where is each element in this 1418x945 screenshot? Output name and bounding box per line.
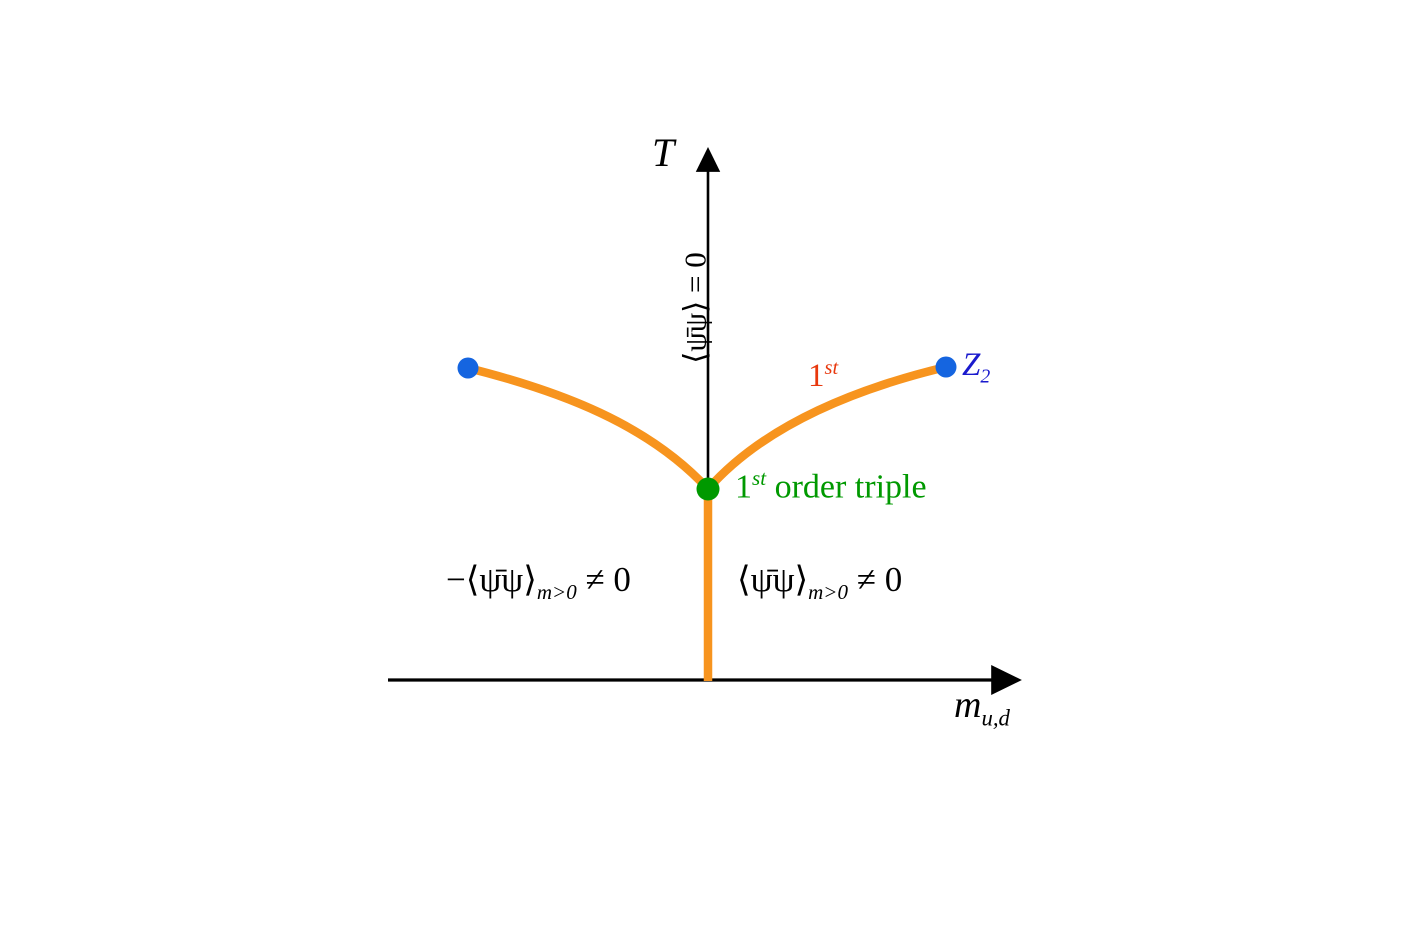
condensate-right-tail: ≠ 0	[856, 560, 903, 599]
triple-point-label-rest: order triple	[766, 468, 927, 506]
triple-point-dot	[696, 477, 720, 501]
first-order-curve-label-base: 1	[808, 358, 825, 394]
z2-critical-endpoint-left-dot	[457, 357, 479, 379]
condensate-left-subscript: m>0	[536, 580, 577, 604]
condensate-right-expression: ⟨ψ̄ψ⟩	[737, 560, 809, 599]
quark-mass-axis-label: mu,d	[954, 686, 1010, 730]
triple-point-label: 1st order triple	[735, 466, 927, 506]
quark-mass-axis-label-subscript: u,d	[981, 705, 1010, 731]
triple-point-label-base: 1	[735, 468, 752, 506]
condensate-left-expression: −⟨ψ̄ψ⟩	[446, 560, 537, 599]
condensate-positive-region-label: ⟨ψ̄ψ⟩m>0 ≠ 0	[737, 562, 902, 603]
condensate-left-tail: ≠ 0	[585, 560, 631, 599]
z2-critical-endpoint-right-dot	[935, 356, 957, 378]
chiral-symmetric-region-label: ⟨ψ̄ψ⟩ = 0	[677, 252, 713, 364]
first-order-curve-label: 1st	[808, 358, 838, 393]
triple-point-label-superscript: st	[752, 466, 767, 490]
condensate-negative-region-label: −⟨ψ̄ψ⟩m>0 ≠ 0	[446, 562, 631, 603]
first-order-line-right	[703, 362, 951, 494]
condensate-right-subscript: m>0	[808, 580, 848, 604]
first-order-curve-label-superscript: st	[824, 357, 839, 379]
z2-label-subscript: 2	[980, 365, 991, 388]
quark-mass-axis-label-base: m	[954, 684, 982, 726]
temperature-axis-label: T	[652, 130, 675, 175]
first-order-line-left	[463, 363, 713, 494]
z2-label-base: Z	[962, 347, 981, 383]
z2-universality-label: Z2	[962, 349, 990, 387]
